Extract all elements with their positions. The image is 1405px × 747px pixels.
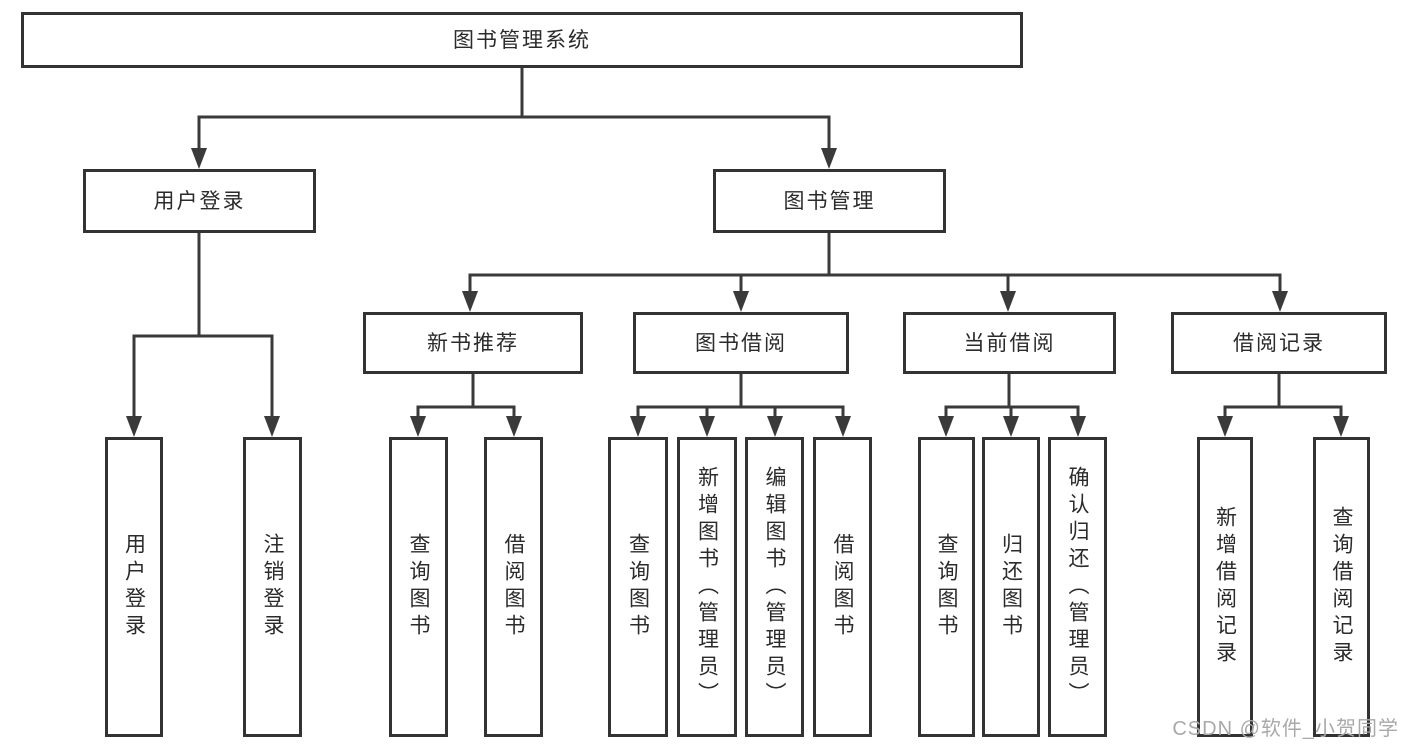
node-label-book-mgmt: 图书管理: [783, 189, 876, 213]
node-leaf-user-login: 用户登录: [105, 437, 163, 737]
node-book-borrow: 图书借阅: [633, 312, 849, 374]
node-label-leaf-query-book-3: 查询图书: [935, 533, 958, 641]
node-label-borrow-records: 借阅记录: [1233, 331, 1325, 355]
node-current-borrow: 当前借阅: [903, 312, 1116, 374]
node-label-book-borrow: 图书借阅: [695, 331, 787, 355]
node-book-mgmt: 图书管理: [713, 169, 946, 233]
node-leaf-logout: 注销登录: [243, 437, 302, 737]
node-label-leaf-query-book-2: 查询图书: [626, 533, 650, 641]
node-label-leaf-edit-book: 编辑图书（管理员）: [763, 465, 786, 709]
node-label-leaf-add-book: 新增图书（管理员）: [695, 465, 719, 709]
node-leaf-add-book: 新增图书（管理员）: [677, 437, 737, 737]
node-leaf-borrow-book-1: 借阅图书: [484, 437, 543, 737]
node-leaf-query-record: 查询借阅记录: [1313, 437, 1370, 737]
node-leaf-query-book-3: 查询图书: [918, 437, 975, 737]
node-new-book-rec: 新书推荐: [363, 312, 583, 374]
node-label-leaf-confirm-return: 确认归还（管理员）: [1066, 465, 1089, 709]
node-leaf-query-book-2: 查询图书: [608, 437, 668, 737]
node-leaf-add-record: 新增借阅记录: [1197, 437, 1253, 737]
node-label-new-book-rec: 新书推荐: [427, 331, 519, 355]
node-label-current-borrow: 当前借阅: [963, 331, 1056, 355]
node-label-leaf-query-record: 查询借阅记录: [1330, 506, 1353, 668]
node-borrow-records: 借阅记录: [1171, 312, 1387, 374]
node-leaf-borrow-book-2: 借阅图书: [813, 437, 872, 737]
node-root: 图书管理系统: [21, 12, 1023, 68]
node-label-leaf-return-book: 归还图书: [999, 533, 1023, 641]
node-label-leaf-logout: 注销登录: [261, 533, 284, 641]
node-leaf-edit-book: 编辑图书（管理员）: [745, 437, 804, 737]
node-label-leaf-query-book-1: 查询图书: [407, 533, 430, 641]
node-user-login: 用户登录: [83, 169, 316, 233]
node-label-user-login: 用户登录: [153, 189, 246, 213]
node-label-leaf-user-login: 用户登录: [122, 533, 146, 641]
watermark-text: CSDN @软件_小贺同学: [1172, 718, 1399, 740]
node-label-leaf-add-record: 新增借阅记录: [1213, 506, 1237, 668]
node-leaf-return-book: 归还图书: [982, 437, 1040, 737]
node-label-root: 图书管理系统: [453, 28, 591, 52]
node-leaf-confirm-return: 确认归还（管理员）: [1048, 437, 1107, 737]
node-label-leaf-borrow-book-1: 借阅图书: [502, 533, 525, 641]
node-label-leaf-borrow-book-2: 借阅图书: [831, 533, 854, 641]
node-leaf-query-book-1: 查询图书: [389, 437, 448, 737]
